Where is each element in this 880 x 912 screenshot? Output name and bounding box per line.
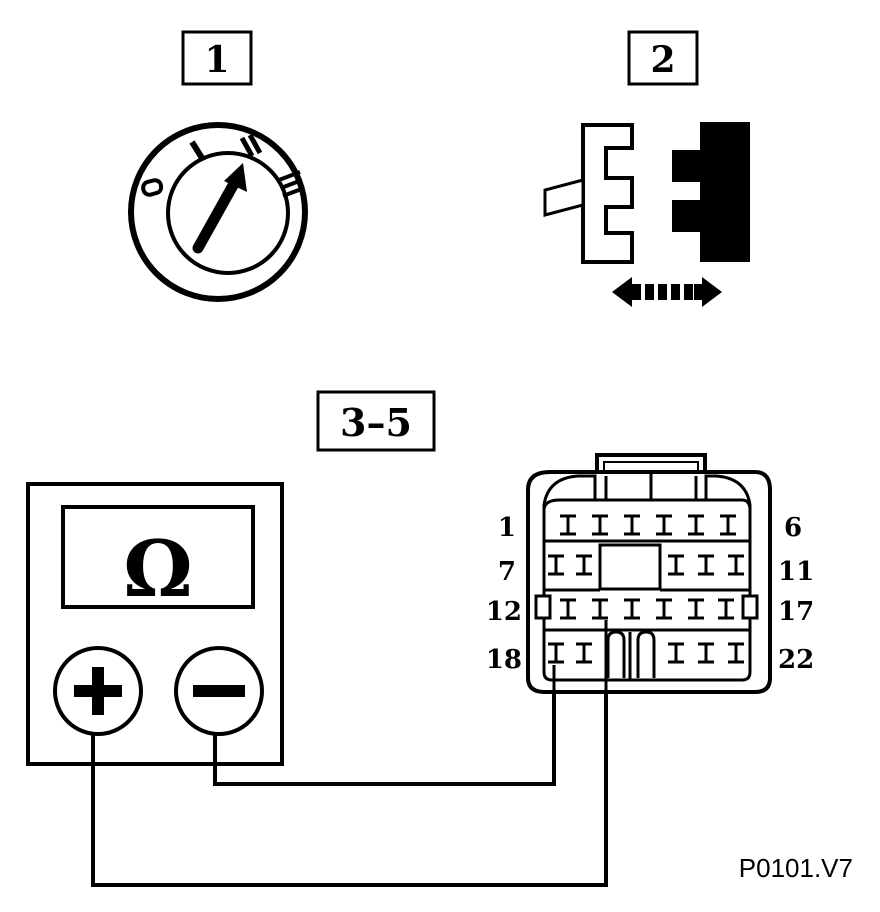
position-mark-0 bbox=[141, 178, 164, 197]
ohmmeter: Ω bbox=[26, 482, 284, 766]
pin-label-18: 18 bbox=[486, 645, 522, 675]
key-pointer-arrow bbox=[192, 163, 247, 254]
connector-disconnect bbox=[543, 122, 750, 307]
pin-row-2 bbox=[548, 554, 744, 576]
position-mark-III bbox=[278, 170, 305, 198]
pin-row-4 bbox=[548, 642, 744, 664]
pin-label-7: 7 bbox=[498, 557, 516, 587]
pin-label-12: 12 bbox=[486, 597, 522, 627]
step-3-5-label: 3–5 bbox=[316, 390, 436, 452]
pin-row-3 bbox=[560, 598, 734, 620]
position-mark-I bbox=[189, 140, 205, 160]
pin-row-1 bbox=[560, 514, 736, 536]
pin-label-11: 11 bbox=[778, 557, 814, 587]
step-2-text: 2 bbox=[650, 39, 675, 81]
connector-socket-right bbox=[672, 122, 750, 262]
step-1-label: 1 bbox=[181, 30, 253, 86]
pin-number-labels: 1 6 7 11 12 17 18 22 bbox=[486, 513, 814, 675]
test-lead-negative bbox=[213, 665, 556, 786]
position-mark-II bbox=[239, 133, 263, 158]
pin-label-6: 6 bbox=[784, 513, 802, 543]
step-1-text: 1 bbox=[204, 39, 229, 81]
pin-label-22: 22 bbox=[778, 645, 814, 675]
test-lead-positive bbox=[91, 620, 608, 887]
connector-plug-left bbox=[543, 123, 634, 264]
double-arrow-icon bbox=[612, 277, 722, 307]
step-2-label: 2 bbox=[627, 30, 699, 86]
pin-label-1: 1 bbox=[498, 513, 516, 543]
pin-label-17: 17 bbox=[778, 597, 814, 627]
ignition-switch bbox=[128, 122, 308, 302]
step-3-5-text: 3–5 bbox=[340, 400, 412, 445]
connector-pin-face bbox=[526, 453, 772, 694]
minus-terminal bbox=[174, 646, 264, 736]
ohm-symbol: Ω bbox=[123, 524, 192, 615]
plus-terminal bbox=[53, 646, 143, 736]
figure-code: P0101.V7 bbox=[739, 853, 853, 883]
